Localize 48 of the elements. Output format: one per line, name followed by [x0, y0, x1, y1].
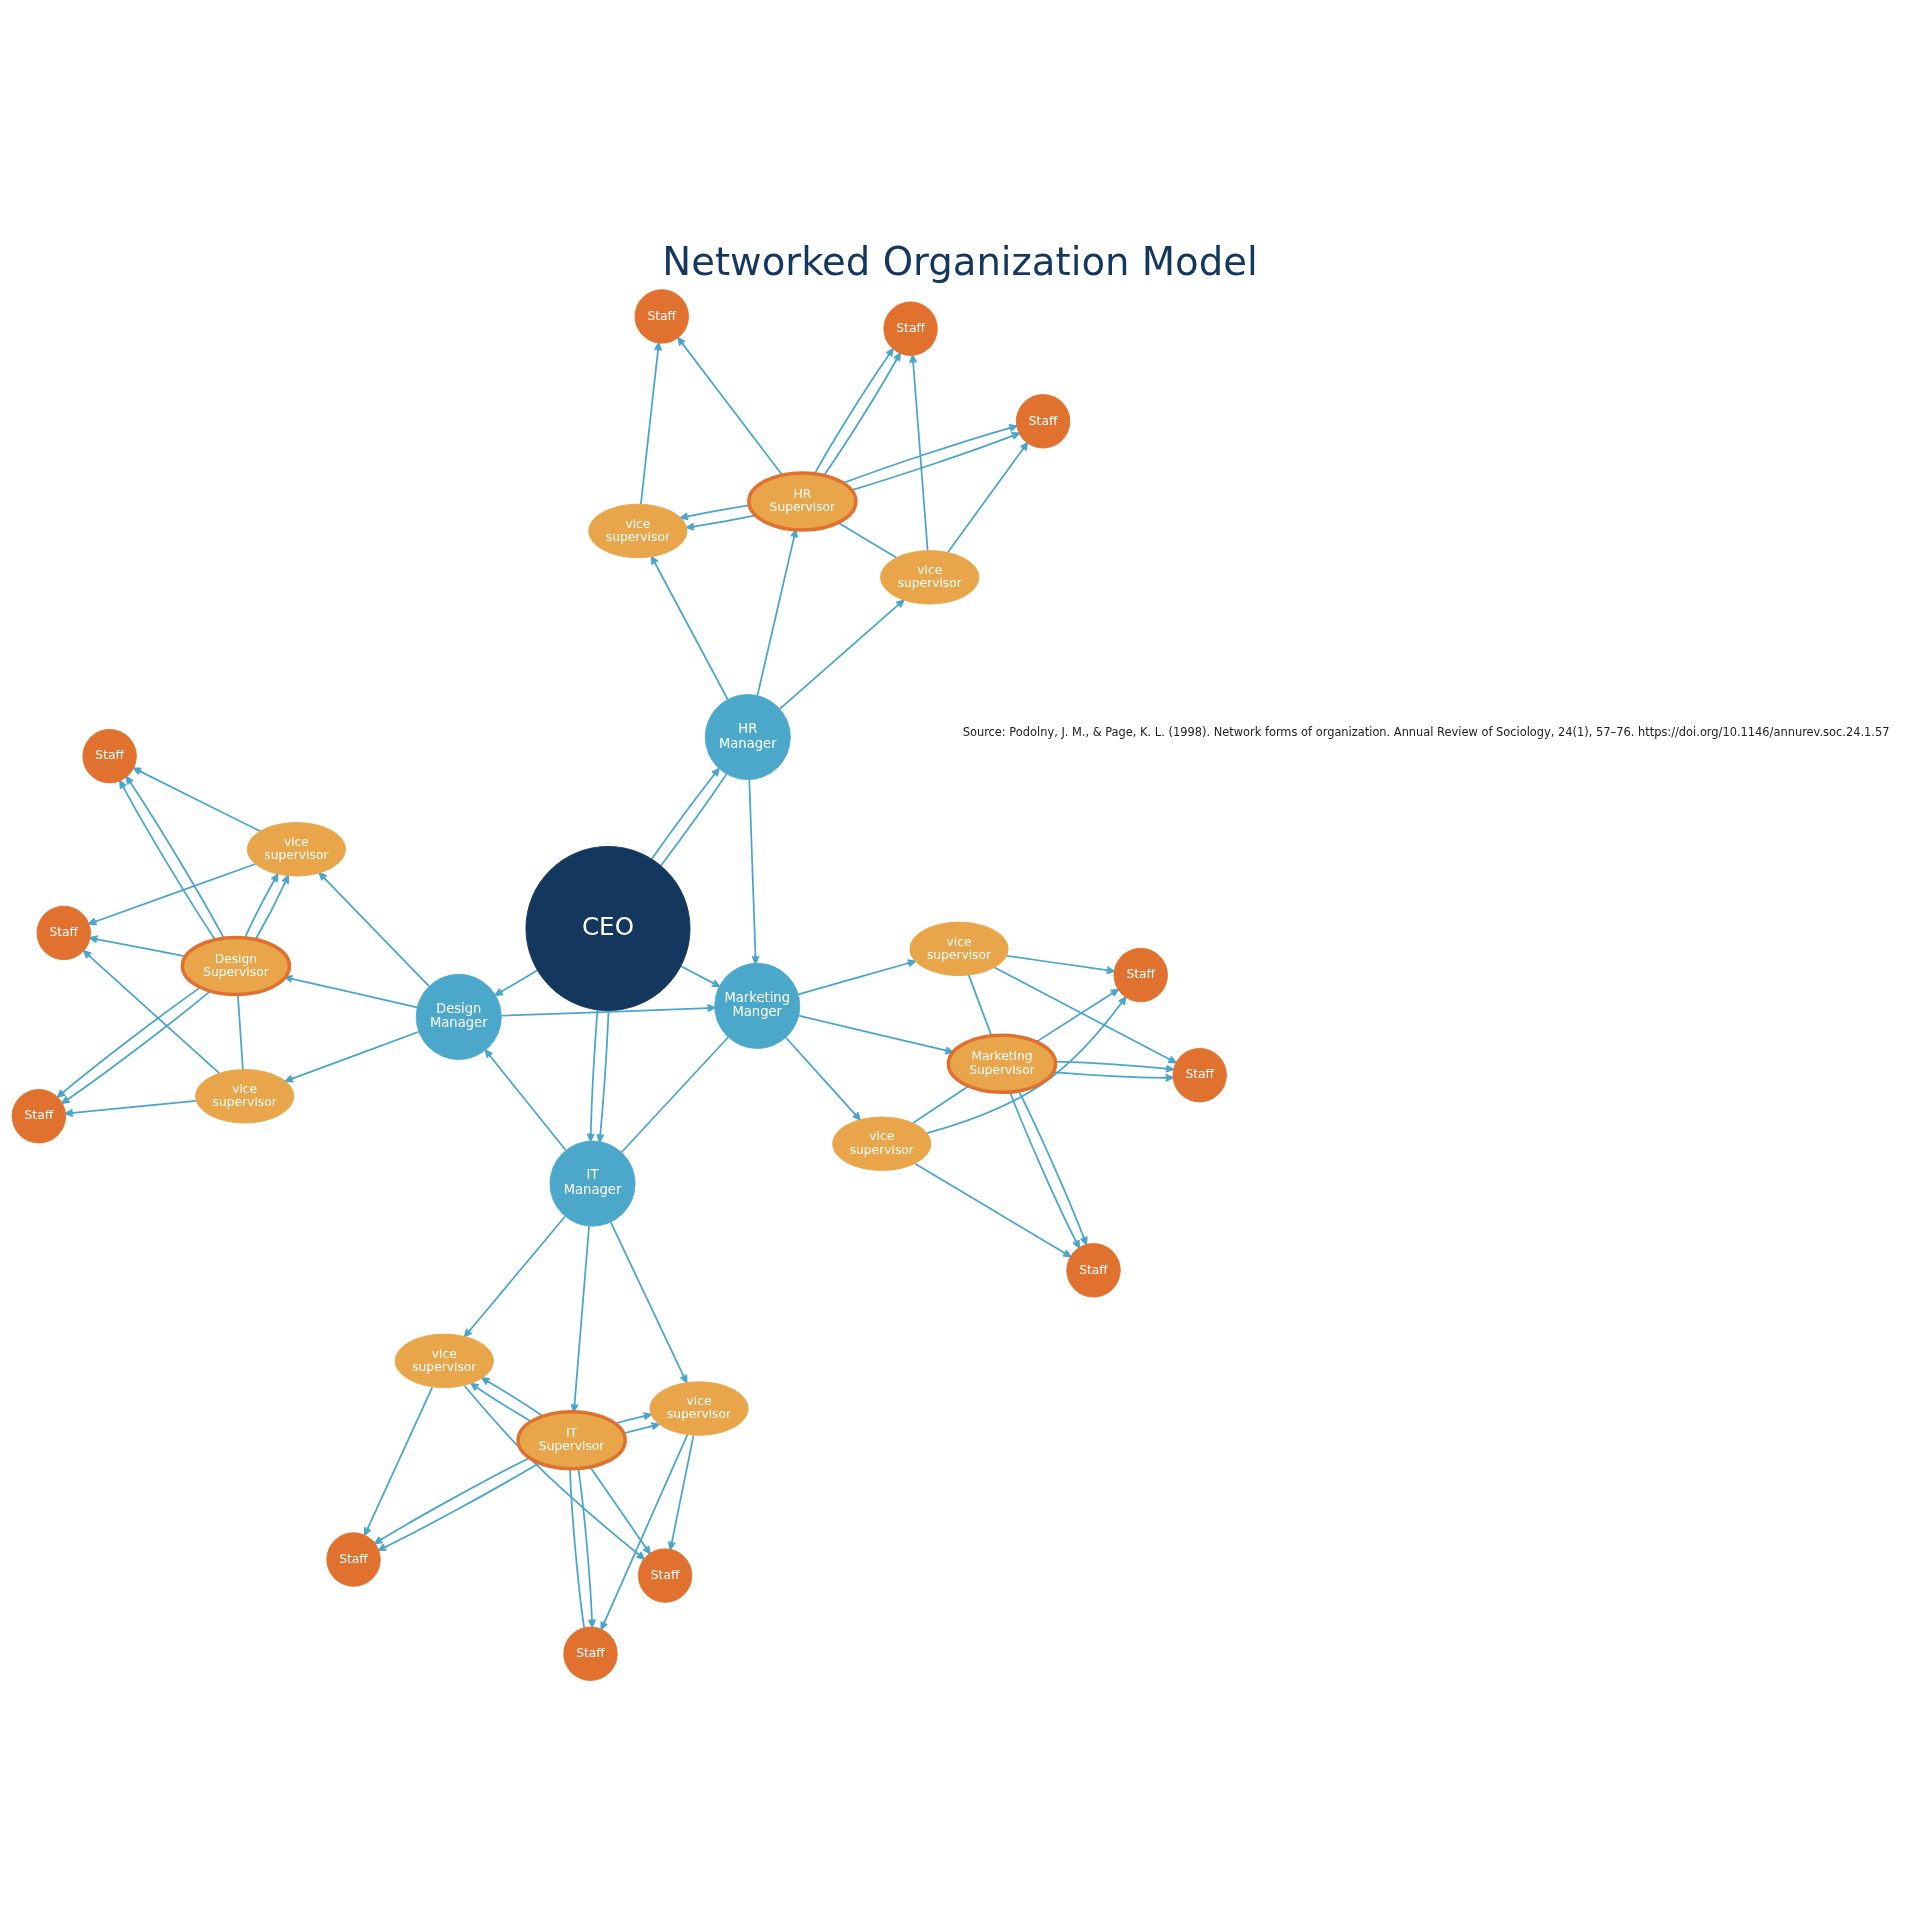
node-circle: Staff: [326, 1531, 381, 1587]
node-circle: Staff: [1066, 1242, 1121, 1297]
arrow: [318, 871, 430, 987]
arrow: [586, 1008, 599, 1142]
node-circle: IT Manager: [549, 1140, 636, 1227]
node-ellipse: vice supervisor: [880, 549, 980, 605]
node-circle: Marketing Manger: [714, 962, 801, 1049]
arrow: [125, 775, 225, 939]
arrow: [374, 1456, 531, 1544]
node-ellipse: vice supervisor: [832, 1116, 932, 1171]
node-ellipse: vice supervisor: [246, 821, 346, 876]
arrow: [377, 1461, 541, 1551]
arrow: [926, 996, 1127, 1134]
node-circle: CEO: [525, 845, 691, 1011]
node-circle: Staff: [1015, 393, 1071, 448]
node-circle: Staff: [1172, 1047, 1227, 1102]
arrow: [677, 336, 784, 476]
arrow: [1005, 954, 1115, 974]
node-circle: Staff: [1113, 947, 1168, 1002]
arrow: [463, 1215, 566, 1337]
arrow: [363, 1385, 434, 1536]
node-ellipse: IT Supervisor: [516, 1409, 627, 1470]
connector: [837, 521, 898, 558]
arrow: [88, 862, 257, 925]
arrow: [56, 986, 202, 1098]
arrow: [650, 767, 720, 860]
node-ellipse: HR Supervisor: [747, 470, 858, 532]
arrow: [119, 779, 216, 940]
arrow: [685, 514, 757, 531]
arrow: [823, 352, 901, 476]
arrow: [650, 555, 729, 700]
arrow: [61, 989, 211, 1104]
diagram-title: Networked Organization Model: [662, 238, 1258, 284]
label: Source: Podolny, J. M., & Page, K. L. (1998). Network forms of organization. Annual Review of Sociology, 24(1), 57–76. https://doi.org/10.1146/annurev.soc.24.1.57: [962, 724, 1890, 739]
connector: [660, 772, 728, 867]
arrow: [64, 1099, 198, 1117]
node-ellipse: vice supervisor: [909, 921, 1009, 976]
connector: [236, 993, 244, 1070]
connector: [620, 1035, 730, 1153]
connector: [912, 1084, 970, 1124]
arrow: [463, 1384, 645, 1560]
arrow: [481, 1376, 544, 1417]
arrow: [494, 968, 539, 996]
arrow: [756, 528, 799, 696]
arrow: [600, 1433, 689, 1630]
arrow: [667, 1434, 695, 1550]
arrow: [748, 778, 760, 964]
node-circle: Staff: [563, 1626, 618, 1681]
